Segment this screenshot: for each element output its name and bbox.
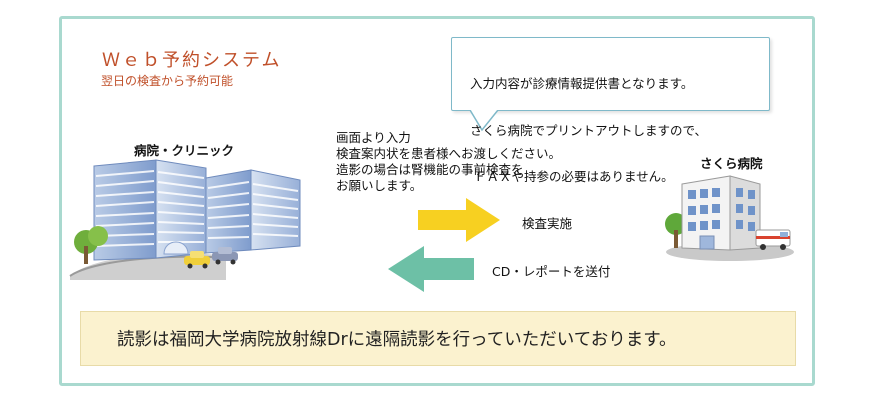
bubble-line: 入力内容が診療情報提供書となります。 xyxy=(470,76,694,91)
page-title: Ｗｅｂ予約システム xyxy=(102,50,282,71)
instruction-line: 造影の場合は腎機能の事前検査を xyxy=(336,162,524,177)
clinic-illustration xyxy=(69,159,301,280)
instruction-line: 検査案内状を患者様へお渡しください。 xyxy=(336,146,562,161)
left-arrow-icon xyxy=(388,246,474,292)
hospital-label: さくら病院 xyxy=(700,156,763,171)
send-report-label: CD・レポートを送付 xyxy=(492,264,611,279)
exam-label: 検査実施 xyxy=(522,216,573,231)
notice-banner: 読影は福岡大学病院放射線Drに遠隔読影を行っていただいております。 xyxy=(80,311,796,366)
right-arrow-icon xyxy=(418,198,500,242)
info-bubble xyxy=(451,37,770,111)
bubble-tail xyxy=(469,110,499,132)
notice-text: 読影は福岡大学病院放射線Drに遠隔読影を行っていただいております。 xyxy=(117,330,677,350)
bubble-line: さくら病院でプリントアウトしますので、 xyxy=(470,122,708,138)
instruction-line: 画面より入力 xyxy=(336,130,411,145)
instructions-text: 画面より入力 検査案内状を患者様へお渡しください。 造影の場合は腎機能の事前検査… xyxy=(336,130,561,194)
hospital-illustration xyxy=(665,175,794,261)
clinic-label: 病院・クリニック xyxy=(134,143,235,158)
instruction-line: お願いします。 xyxy=(336,178,423,193)
bubble-text: 入力内容が診療情報提供書となります。 さくら病院でプリントアウトしますので、 Ｆ… xyxy=(470,45,707,200)
bubble-line: ＦＡＸや持参の必要はありません。 xyxy=(474,169,674,184)
page-subtitle: 翌日の検査から予約可能 xyxy=(101,74,234,88)
